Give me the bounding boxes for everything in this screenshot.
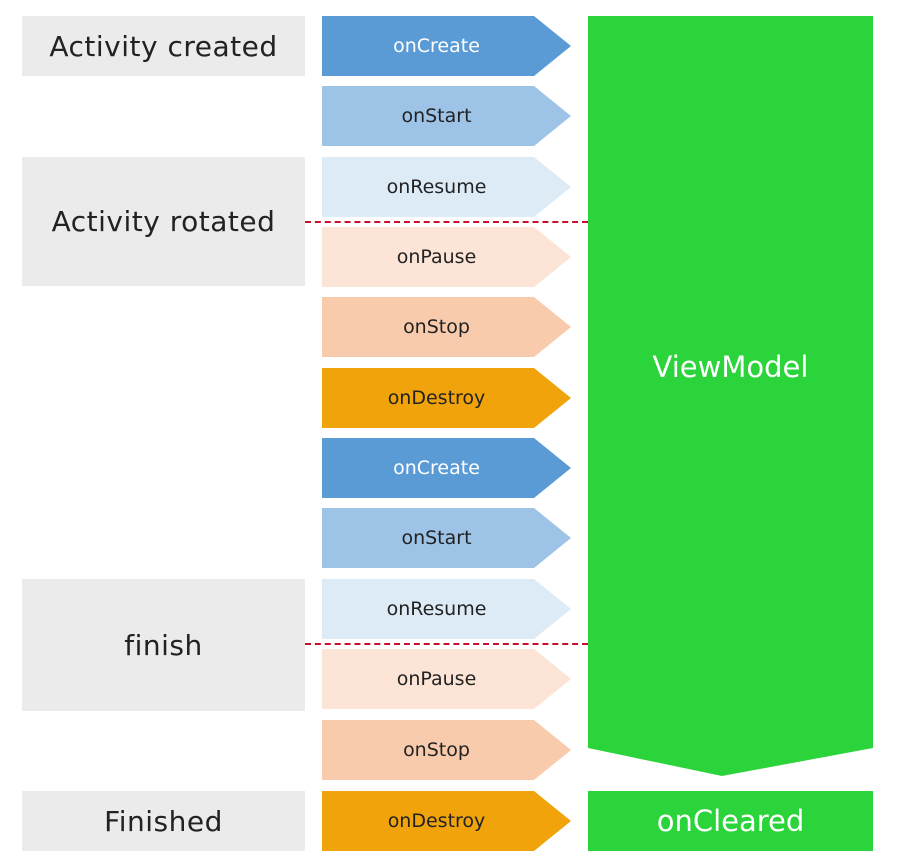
step-onpause-1: onPause	[322, 227, 571, 287]
step-onresume-2: onResume	[322, 579, 571, 639]
state-label: finish	[124, 628, 203, 662]
step-label: onStop	[403, 739, 470, 761]
step-oncreate-2: onCreate	[322, 438, 571, 498]
step-label: onStart	[401, 527, 472, 549]
step-onstop-2: onStop	[322, 720, 571, 780]
step-label: onResume	[386, 598, 487, 620]
step-label: onStart	[401, 105, 472, 127]
viewmodel-label: ViewModel	[652, 350, 809, 384]
step-label: onDestroy	[387, 810, 486, 832]
step-onstart-1: onStart	[322, 86, 571, 146]
step-label: onCreate	[393, 457, 480, 479]
step-onstop-1: onStop	[322, 297, 571, 357]
viewmodel-body	[588, 16, 873, 776]
state-finish: finish	[22, 579, 305, 711]
step-label: onPause	[396, 668, 477, 690]
oncleared-box: onCleared	[588, 791, 873, 851]
step-ondestroy-1: onDestroy	[322, 368, 571, 428]
state-label: Finished	[104, 804, 223, 838]
state-label: Activity rotated	[51, 205, 276, 238]
state-finished: Finished	[22, 791, 305, 851]
state-activity-rotated: Activity rotated	[22, 157, 305, 286]
step-label: onStop	[403, 316, 470, 338]
step-label: onDestroy	[387, 387, 486, 409]
step-ondestroy-2: onDestroy	[322, 791, 571, 851]
step-label: onResume	[386, 176, 487, 198]
state-activity-created: Activity created	[22, 16, 305, 76]
step-label: onPause	[396, 246, 477, 268]
step-oncreate-1: onCreate	[322, 16, 571, 76]
finish-divider	[305, 643, 588, 645]
rotation-divider	[305, 221, 588, 223]
state-label: Activity created	[49, 29, 278, 63]
step-onpause-2: onPause	[322, 649, 571, 709]
oncleared-label: onCleared	[656, 804, 805, 838]
step-onresume-1: onResume	[322, 157, 571, 217]
step-onstart-2: onStart	[322, 508, 571, 568]
step-label: onCreate	[393, 35, 480, 57]
